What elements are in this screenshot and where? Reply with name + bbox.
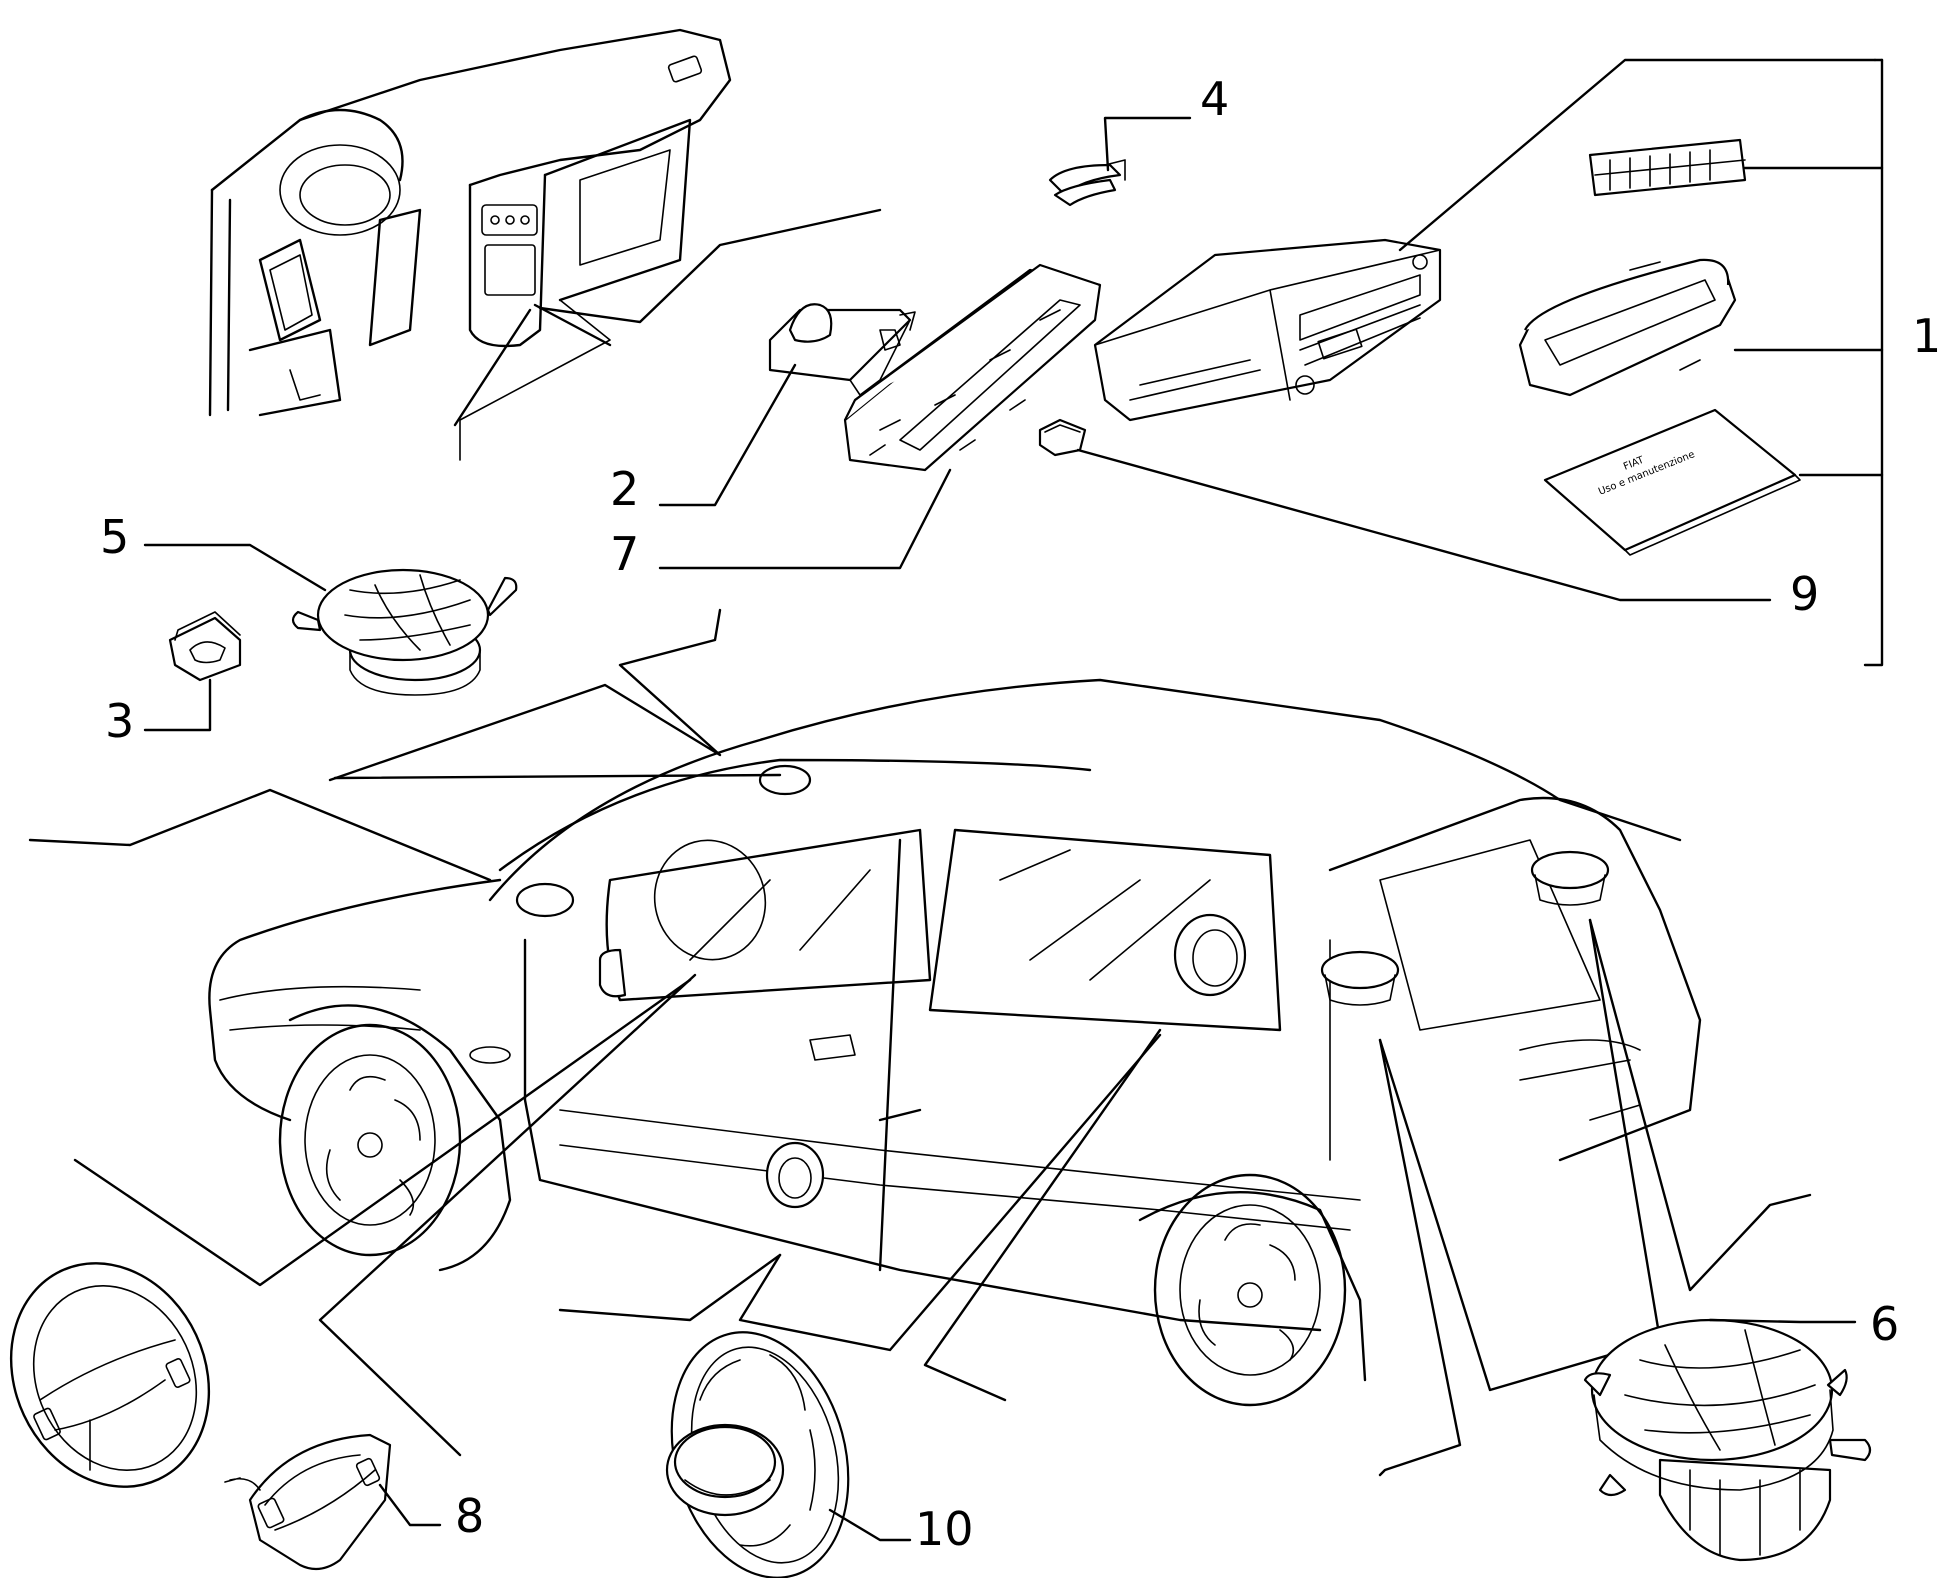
part-3-clip [168, 611, 242, 682]
part-9-connector [1038, 418, 1087, 457]
part-8-airbag-module [224, 1433, 392, 1571]
radio-head-unit [1093, 238, 1442, 422]
leader-2 [658, 363, 797, 507]
part-4-clip [1048, 159, 1126, 207]
callout-2: 2 [610, 462, 639, 516]
leader-3 [143, 678, 212, 732]
leader-6 [1708, 1318, 1857, 1324]
callout-6: 6 [1870, 1297, 1899, 1351]
part-2-bracket [768, 303, 916, 396]
leader-7 [658, 468, 952, 570]
leader-5 [143, 543, 327, 592]
part-8-steering-wheel [9, 1262, 211, 1488]
leader-9 [1076, 448, 1772, 602]
part-7-mounting-cage [843, 263, 1102, 472]
callout-8: 8 [455, 1489, 484, 1543]
callout-7: 7 [610, 527, 639, 581]
part-5-speaker [291, 568, 518, 696]
part-1-accessory-group: Uso e manutenzione FIAT [1518, 138, 1801, 556]
callout-4: 4 [1200, 72, 1229, 126]
callout-10: 10 [915, 1502, 974, 1556]
callout-1: 1 [1912, 309, 1941, 363]
car-illustration [208, 678, 1702, 1407]
part-6-speaker [1583, 1318, 1872, 1562]
callout-9: 9 [1790, 567, 1819, 621]
callout-3: 3 [105, 694, 134, 748]
leader-4 [1103, 116, 1192, 172]
part-10-speaker [665, 1331, 850, 1578]
leader-8 [378, 1483, 442, 1527]
leader-10 [828, 1508, 912, 1542]
car-detail-leaders [28, 608, 1812, 1477]
callout-5: 5 [100, 510, 129, 564]
leader-1-bracket [1398, 58, 1884, 667]
dashboard-illustration [208, 28, 882, 461]
